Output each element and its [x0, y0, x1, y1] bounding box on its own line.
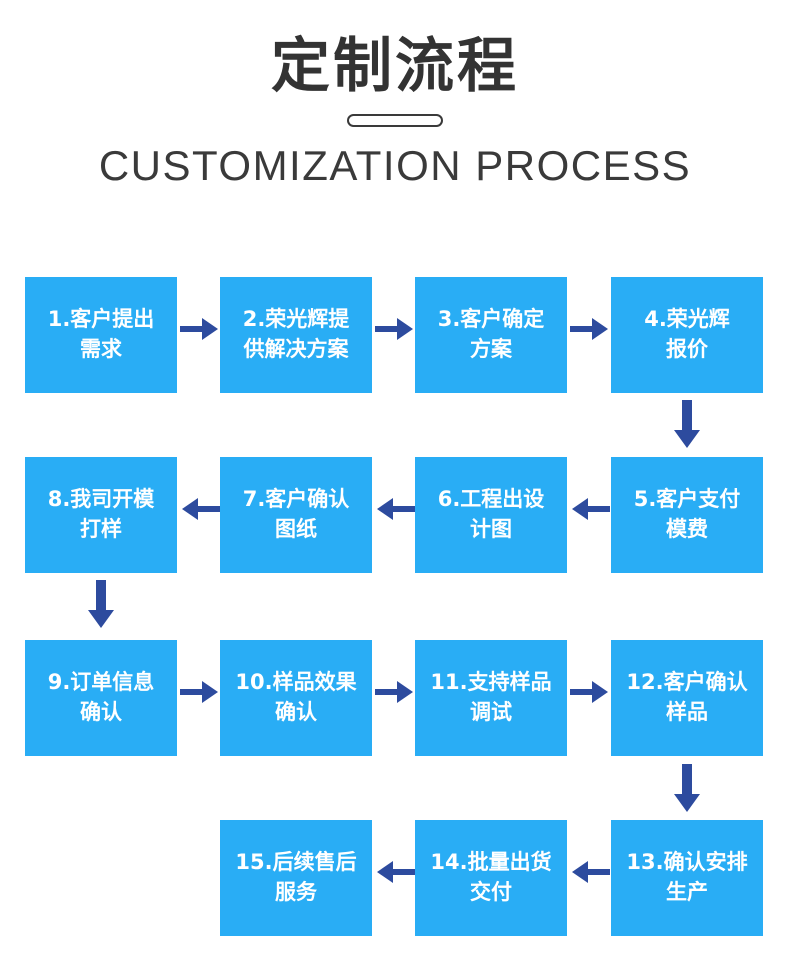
flow-node-3-line1: 3.客户确定	[437, 307, 545, 332]
flow-node-8[interactable]: 8.我司开模 打样	[25, 457, 177, 573]
divider-wrapper	[0, 113, 790, 127]
arrow-right-2-to-3	[375, 312, 415, 346]
arrow-left-14-to-15	[375, 855, 415, 889]
arrow-right-3-to-4	[570, 312, 610, 346]
flow-node-4[interactable]: 4.荣光辉 报价	[611, 277, 763, 393]
arrow-left-7-to-8	[180, 492, 220, 526]
flow-node-14-line2: 交付	[470, 880, 512, 904]
flow-node-14-line1: 14.批量出货	[430, 850, 552, 875]
arrow-down-4-to-5	[670, 400, 704, 452]
flow-node-1-line2: 需求	[80, 337, 122, 361]
arrow-right-11-to-12	[570, 675, 610, 709]
flow-node-11-line1: 11.支持样品	[430, 670, 552, 695]
flow-node-5[interactable]: 5.客户支付 模费	[611, 457, 763, 573]
flow-node-4-line2: 报价	[666, 337, 708, 361]
flow-node-10[interactable]: 10.样品效果 确认	[220, 640, 372, 756]
flow-node-12-line1: 12.客户确认	[626, 670, 748, 695]
arrow-right-9-to-10	[180, 675, 220, 709]
flow-node-5-line1: 5.客户支付	[633, 487, 741, 512]
flow-node-6-line1: 6.工程出设	[437, 487, 545, 512]
arrow-down-12-to-13	[670, 764, 704, 816]
flow-node-4-line1: 4.荣光辉	[644, 307, 730, 332]
arrow-down-8-to-9	[84, 580, 118, 632]
flow-node-2-line1: 2.荣光辉提	[242, 307, 350, 332]
flow-node-10-line1: 10.样品效果	[235, 670, 357, 695]
flow-node-10-line2: 确认	[275, 700, 317, 724]
flow-node-11[interactable]: 11.支持样品 调试	[415, 640, 567, 756]
arrow-left-13-to-14	[570, 855, 610, 889]
flow-node-2[interactable]: 2.荣光辉提 供解决方案	[220, 277, 372, 393]
flow-node-3[interactable]: 3.客户确定 方案	[415, 277, 567, 393]
arrow-left-6-to-7	[375, 492, 415, 526]
flow-node-14[interactable]: 14.批量出货 交付	[415, 820, 567, 936]
flow-node-1-line1: 1.客户提出	[47, 307, 155, 332]
flow-node-7-line2: 图纸	[275, 517, 317, 541]
flow-node-12[interactable]: 12.客户确认 样品	[611, 640, 763, 756]
flow-node-3-line2: 方案	[470, 337, 512, 361]
flow-node-9-line1: 9.订单信息	[47, 670, 155, 695]
page-subtitle: CUSTOMIZATION PROCESS	[98, 141, 692, 189]
flow-node-12-line2: 样品	[666, 700, 708, 724]
arrow-right-1-to-2	[180, 312, 220, 346]
flow-node-5-line2: 模费	[666, 517, 708, 541]
page-header: 定制流程 CUSTOMIZATION PROCESS	[0, 0, 790, 188]
flow-node-9-line2: 确认	[80, 700, 122, 724]
flow-node-6[interactable]: 6.工程出设 计图	[415, 457, 567, 573]
arrow-right-10-to-11	[375, 675, 415, 709]
flow-node-2-line2: 供解决方案	[243, 337, 349, 361]
flow-node-1[interactable]: 1.客户提出 需求	[25, 277, 177, 393]
page-title: 定制流程	[270, 31, 519, 100]
flow-node-7-line1: 7.客户确认	[242, 487, 350, 512]
flow-node-13-line1: 13.确认安排	[626, 850, 748, 875]
flow-node-8-line1: 8.我司开模	[47, 487, 155, 512]
flow-node-7[interactable]: 7.客户确认 图纸	[220, 457, 372, 573]
flow-node-13[interactable]: 13.确认安排 生产	[611, 820, 763, 936]
flow-node-6-line2: 计图	[470, 517, 512, 541]
flow-node-8-line2: 打样	[80, 517, 122, 541]
flow-node-15-line1: 15.后续售后	[235, 850, 357, 875]
flow-node-9[interactable]: 9.订单信息 确认	[25, 640, 177, 756]
pill-divider-icon	[347, 113, 443, 127]
flow-node-11-line2: 调试	[470, 700, 512, 724]
flow-node-13-line2: 生产	[666, 880, 708, 904]
flow-node-15-line2: 服务	[275, 880, 317, 904]
flow-node-15[interactable]: 15.后续售后 服务	[220, 820, 372, 936]
arrow-left-5-to-6	[570, 492, 610, 526]
